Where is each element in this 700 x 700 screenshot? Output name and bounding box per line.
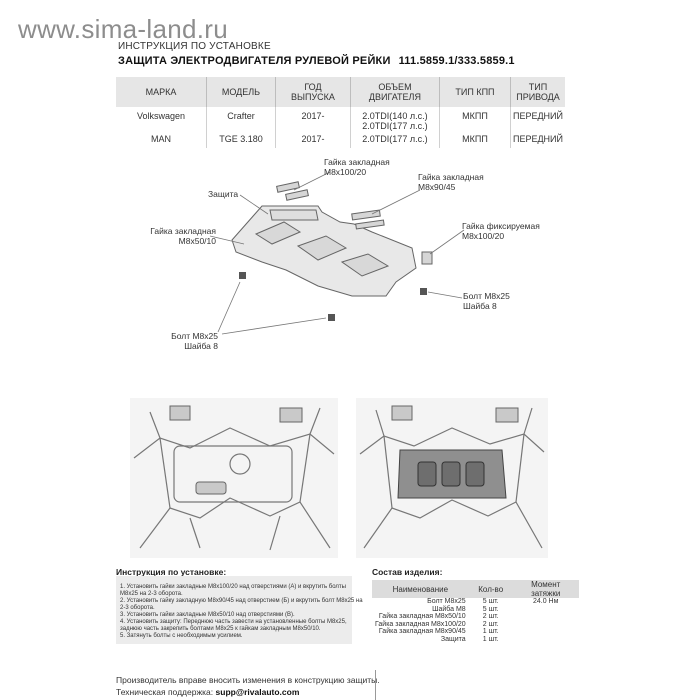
bolt-left bbox=[239, 272, 427, 321]
instructions-list: 1. Установить гайки закладные М8х100/20 … bbox=[116, 576, 363, 640]
footer-support: Техническая поддержка: supp@rivalauto.co… bbox=[116, 687, 299, 697]
header-drive: ТИП ПРИВОДА bbox=[509, 77, 565, 107]
guard-plate bbox=[231, 205, 417, 297]
product-title: ЗАЩИТА ЭЛЕКТРОДВИГАТЕЛЯ РУЛЕВОЙ РЕЙКИ 111… bbox=[118, 55, 515, 67]
table-row: MAN TGE 3.180 2017- 2.0TDI(177 л.с.) МКП… bbox=[116, 133, 565, 148]
header-brand: МАРКА bbox=[116, 77, 207, 107]
support-label: Техническая поддержка: bbox=[116, 687, 214, 697]
cell-gearbox: МКПП bbox=[438, 133, 511, 148]
leader-lines bbox=[209, 171, 465, 335]
cell-year: 2017- bbox=[274, 133, 351, 148]
label-nut-right: Гайка закладная М8х90/45 bbox=[418, 172, 484, 192]
document-title: ИНСТРУКЦИЯ ПО УСТАНОВКЕ bbox=[118, 41, 271, 52]
fixed-nut bbox=[421, 251, 433, 265]
instruction-line: М8х25 на 2-3 оборота. bbox=[120, 591, 183, 597]
underbody-after-image bbox=[356, 398, 548, 558]
vehicle-spec-table: МАРКА МОДЕЛЬ ГОД ВЫПУСКА ОБЪЕМ ДВИГАТЕЛЯ… bbox=[116, 77, 565, 148]
product-name: ЗАЩИТА ЭЛЕКТРОДВИГАТЕЛЯ РУЛЕВОЙ РЕЙКИ bbox=[118, 55, 391, 67]
instruction-line: 3. Установить гайки закладные М8х50/10 н… bbox=[120, 612, 295, 618]
underbody-after-drawing bbox=[359, 405, 545, 549]
product-code: 111.5859.1/333.5859.1 bbox=[398, 55, 515, 67]
label-bolt-left: Болт М8х25 Шайба 8 bbox=[171, 331, 218, 351]
instruction-line: 1. Установить гайки закладные М8х100/20 … bbox=[120, 584, 346, 590]
kit-header-name: Наименование bbox=[372, 580, 469, 598]
cell-engine: 2.0TDI(140 л.с.) 2.0TDI(177 л.с.) bbox=[349, 107, 440, 133]
instruction-line: 2. Установить гайку закладную М8х90/45 н… bbox=[120, 598, 363, 604]
cell-brand: MAN bbox=[150, 134, 171, 144]
kit-header-torque: Момент затяжки bbox=[512, 580, 579, 598]
underbody-before-drawing bbox=[133, 405, 335, 551]
label-fixed-nut: Гайка фиксируемая М8х100/20 bbox=[462, 221, 540, 241]
kit-title: Состав изделия: bbox=[372, 567, 443, 577]
cell-model: Crafter bbox=[205, 107, 276, 133]
installed-guard bbox=[397, 449, 507, 499]
label-nut-left: Гайка закладная М8х50/10 bbox=[150, 226, 216, 246]
cell-model: TGE 3.180 bbox=[205, 133, 276, 148]
instruction-line: 4. Установить защиту: Переднюю часть зав… bbox=[120, 619, 347, 625]
cell-year: 2017- bbox=[274, 107, 351, 133]
header-model: МОДЕЛЬ bbox=[205, 77, 276, 107]
cell-brand: Volkswagen bbox=[136, 111, 186, 121]
header-engine: ОБЪЕМ ДВИГАТЕЛЯ bbox=[349, 77, 440, 107]
cell-engine: 2.0TDI(177 л.с.) bbox=[349, 133, 440, 148]
kit-header-qty: Кол-во bbox=[468, 580, 513, 598]
label-guard: Защита bbox=[208, 189, 239, 199]
cell-drive: ПЕРЕДНИЙ bbox=[509, 107, 565, 133]
instructions-box: 1. Установить гайки закладные М8х100/20 … bbox=[116, 576, 363, 644]
cell-gearbox: МКПП bbox=[438, 107, 511, 133]
header-gearbox: ТИП КПП bbox=[438, 77, 511, 107]
header-year: ГОД ВЫПУСКА bbox=[274, 77, 351, 107]
instructions-title: Инструкция по установке: bbox=[116, 567, 227, 577]
instruction-line: 2-3 оборота. bbox=[120, 605, 155, 611]
support-email-link[interactable]: supp@rivalauto.com bbox=[215, 687, 300, 697]
kit-table: Наименование Кол-во Момент затяжки Болт … bbox=[372, 580, 579, 643]
instruction-line: 5. Затянуть болты с необходимым усилием. bbox=[120, 633, 243, 639]
embedded-nut-right bbox=[351, 209, 385, 230]
footer-divider bbox=[375, 670, 376, 700]
label-bolt-right: Болт М8х25 Шайба 8 bbox=[463, 291, 510, 311]
footer-disclaimer: Производитель вправе вносить изменения в… bbox=[116, 675, 380, 685]
embedded-nut-top bbox=[276, 181, 309, 201]
cell-drive: ПЕРЕДНИЙ bbox=[509, 133, 565, 148]
label-nut-top: Гайка закладная М8х100/20 bbox=[324, 157, 390, 177]
kit-header-row: Наименование Кол-во Момент затяжки bbox=[372, 580, 579, 598]
instruction-line: заднюю часть закрепить болтами М8х25 к г… bbox=[120, 626, 321, 632]
underbody-before-image bbox=[130, 398, 338, 558]
spec-header-row: МАРКА МОДЕЛЬ ГОД ВЫПУСКА ОБЪЕМ ДВИГАТЕЛЯ… bbox=[116, 77, 565, 107]
table-row: Volkswagen Crafter 2017- 2.0TDI(140 л.с.… bbox=[116, 107, 565, 133]
watermark: www.sima-land.ru bbox=[18, 14, 228, 44]
